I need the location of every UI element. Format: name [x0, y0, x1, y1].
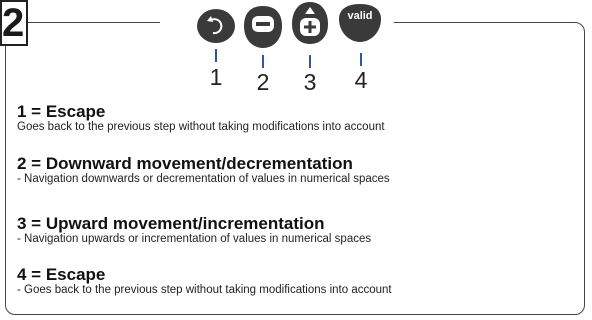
escape-button[interactable]	[196, 6, 236, 49]
step-number-badge: 2	[0, 0, 28, 46]
item-title: 2 = Downward movement/decrementation	[17, 154, 353, 173]
item-title: 1 = Escape	[17, 102, 106, 121]
plus-up-arrow-icon	[292, 2, 328, 44]
legend-item-1: 1 = Escape Goes back to the previous ste…	[17, 102, 580, 134]
item-description: - Navigation downwards or decrementation…	[17, 173, 390, 185]
item-description: Goes back to the previous step without t…	[17, 121, 385, 133]
minus-icon	[244, 6, 282, 48]
legend-item-3: 3 = Upward movement/incrementation - Nav…	[17, 214, 580, 246]
button-number-2: 2	[256, 69, 270, 95]
up-plus-button[interactable]	[290, 0, 330, 51]
valid-button[interactable]: valid	[337, 2, 383, 49]
down-minus-button[interactable]	[242, 4, 284, 55]
tick-2	[262, 55, 264, 68]
item-description: - Navigation upwards or incrementation o…	[17, 233, 372, 245]
legend-frame	[5, 22, 585, 315]
button-number-3: 3	[303, 69, 317, 95]
tick-4	[360, 53, 362, 66]
valid-button-shape	[339, 4, 381, 42]
legend-item-4: 4 = Escape - Goes back to the previous s…	[17, 265, 580, 297]
valid-label: valid	[347, 10, 373, 22]
item-title: 3 = Upward movement/incrementation	[17, 214, 325, 233]
legend-item-2: 2 = Downward movement/decrementation - N…	[17, 154, 580, 186]
button-number-1: 1	[209, 64, 223, 90]
tick-1	[215, 49, 217, 62]
undo-arrow-icon	[197, 9, 235, 43]
button-number-4: 4	[354, 67, 368, 93]
item-title: 4 = Escape	[17, 265, 106, 284]
tick-3	[309, 55, 311, 68]
item-description: - Goes back to the previous step without…	[17, 284, 392, 296]
